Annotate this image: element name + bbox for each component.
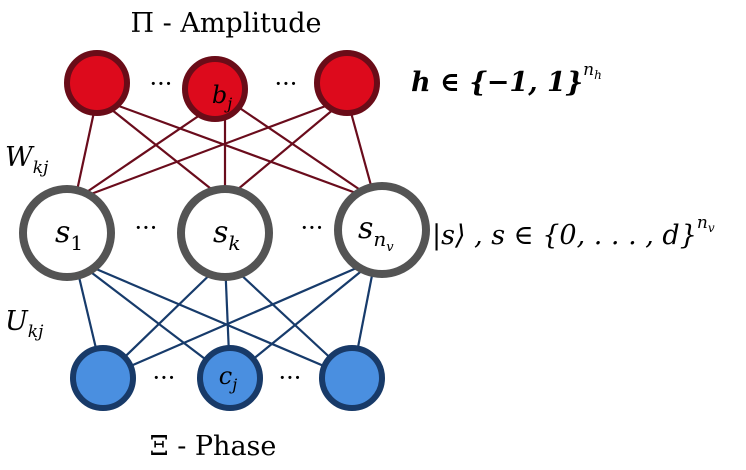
phase-node-right	[319, 345, 385, 411]
edge-h3-sk	[224, 97, 348, 201]
phase-node-middle	[197, 345, 263, 411]
visible-node-1-label: s1	[55, 215, 83, 255]
phase-ellipsis-right: ···	[279, 364, 302, 392]
phase-layer: cj ··· ···	[70, 345, 385, 411]
phase-node-left	[70, 345, 136, 411]
hidden-equation: h ∈ {−1, 1}nh	[411, 60, 602, 98]
weight-u-label: Ukj	[5, 306, 44, 342]
phase-ellipsis-left: ···	[153, 364, 176, 392]
phase-node-label: cj	[219, 362, 237, 394]
visible-ellipsis-left: ···	[135, 214, 158, 242]
visible-node-nv	[334, 182, 430, 278]
visible-ellipsis-right: ···	[301, 214, 324, 242]
visible-node-k-label: sk	[213, 215, 241, 255]
hidden-node-label: bj	[212, 81, 232, 113]
visible-equation: |s⟩ , s ∈ {0, . . . , d}nv	[432, 213, 715, 251]
amplitude-title: Π - Amplitude	[131, 8, 322, 39]
edge-h1-snv	[96, 96, 376, 202]
visible-node-nv-label: snv	[358, 211, 394, 255]
hidden-layer: bj ··· ···	[64, 50, 380, 122]
edge-h3-s1	[74, 96, 348, 202]
edge-s1-c3	[74, 258, 353, 380]
visible-layer: s1 sk snv ··· ···	[19, 182, 430, 281]
edge-h1-sk	[96, 97, 226, 201]
visible-node-k	[177, 185, 273, 281]
hidden-node-middle	[182, 56, 248, 122]
hidden-node-left	[64, 50, 130, 116]
edge-h2-snv	[224, 97, 376, 201]
weight-w-label: Wkj	[5, 142, 49, 178]
hidden-ellipsis-left: ···	[150, 70, 173, 98]
hidden-node-right	[314, 50, 380, 116]
phase-title: Ξ - Phase	[150, 431, 277, 462]
edge-snv-c1	[102, 258, 376, 380]
visible-node-1	[19, 185, 115, 281]
hidden-ellipsis-right: ···	[275, 70, 298, 98]
